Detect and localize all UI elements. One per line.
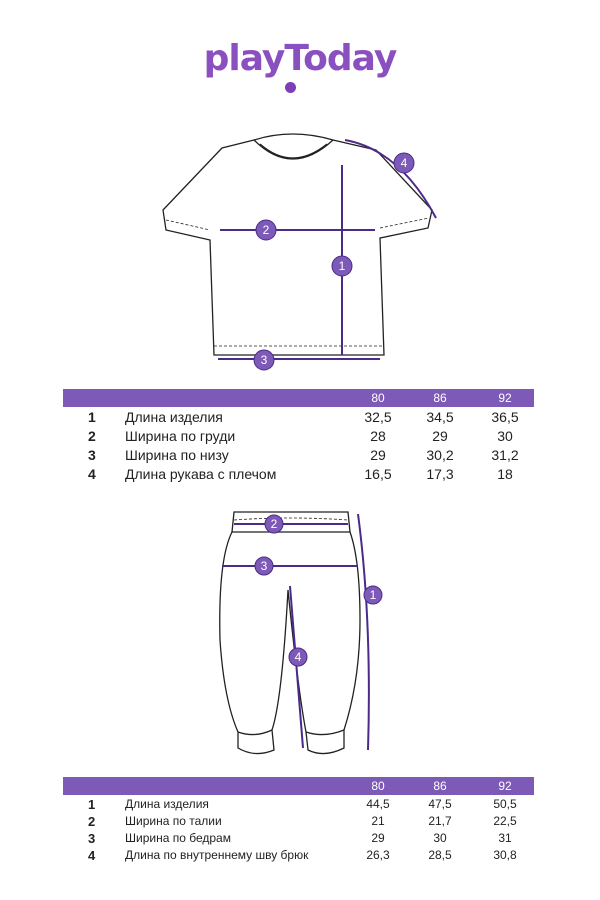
row-value: 47,5	[428, 797, 452, 811]
marker-3: 3	[261, 353, 268, 367]
row-value: 28	[370, 428, 386, 444]
table-header: 80 86 92	[63, 389, 534, 407]
table-row: 4 Длина рукава с плечом 16,5 17,3 18	[63, 464, 534, 483]
marker-4: 4	[401, 156, 408, 170]
table-row: 4 Длина по внутреннему шву брюк 26,3 28,…	[63, 846, 534, 863]
row-label: Длина рукава с плечом	[125, 466, 277, 482]
logo-dot	[285, 82, 296, 93]
row-value: 28,5	[428, 848, 452, 862]
row-value: 22,5	[493, 814, 517, 828]
marker-3: 3	[261, 559, 268, 573]
row-label: Длина изделия	[125, 797, 209, 811]
row-value: 30,2	[426, 447, 454, 463]
size-header: 92	[498, 391, 512, 405]
size-header: 80	[371, 779, 385, 793]
brand-logo: playToday	[203, 38, 398, 79]
row-value: 30	[433, 831, 447, 845]
row-value: 31	[498, 831, 512, 845]
row-value: 36,5	[491, 409, 519, 425]
row-label: Ширина по груди	[125, 428, 236, 444]
table-header: 80 86 92	[63, 777, 534, 795]
row-value: 18	[497, 466, 513, 482]
row-value: 16,5	[364, 466, 392, 482]
row-value: 31,2	[491, 447, 519, 463]
row-value: 29	[432, 428, 448, 444]
table-row: 2 Ширина по груди 28 29 30	[63, 426, 534, 445]
tshirt-diagram: 2 3 1 4	[162, 133, 437, 371]
row-number: 2	[88, 428, 96, 444]
row-label: Ширина по низу	[125, 447, 229, 463]
pants-size-table: 80 86 92 1 Длина изделия 44,5 47,5 50,5 …	[63, 777, 534, 863]
row-value: 30,8	[493, 848, 517, 862]
row-label: Длина изделия	[125, 409, 223, 425]
row-number: 4	[88, 848, 96, 863]
table-row: 3 Ширина по бедрам 29 30 31	[63, 829, 534, 846]
size-header: 86	[433, 391, 447, 405]
row-number: 4	[88, 466, 96, 482]
row-value: 44,5	[366, 797, 390, 811]
row-label: Ширина по бедрам	[125, 831, 231, 845]
row-number: 1	[88, 797, 96, 812]
row-value: 29	[370, 447, 386, 463]
table-row: 1 Длина изделия 44,5 47,5 50,5	[63, 795, 534, 812]
size-header: 86	[433, 779, 447, 793]
row-value: 32,5	[364, 409, 392, 425]
marker-2: 2	[263, 223, 270, 237]
row-value: 21,7	[428, 814, 452, 828]
row-value: 30	[497, 428, 513, 444]
size-header: 80	[371, 391, 385, 405]
row-label: Ширина по талии	[125, 814, 222, 828]
table-row: 3 Ширина по низу 29 30,2 31,2	[63, 445, 534, 464]
row-value: 29	[371, 831, 385, 845]
marker-1: 1	[339, 259, 346, 273]
marker-1: 1	[370, 588, 377, 602]
pants-diagram: 2 3 1 4	[219, 511, 383, 755]
row-number: 2	[88, 814, 96, 829]
row-value: 17,3	[426, 466, 454, 482]
row-value: 34,5	[426, 409, 454, 425]
row-number: 3	[88, 831, 96, 846]
tshirt-size-table: 80 86 92 1 Длина изделия 32,5 34,5 36,5 …	[63, 389, 534, 483]
table-row: 1 Длина изделия 32,5 34,5 36,5	[63, 407, 534, 426]
row-number: 1	[88, 409, 96, 425]
row-value: 26,3	[366, 848, 390, 862]
size-header: 92	[498, 779, 512, 793]
marker-2: 2	[271, 517, 278, 531]
row-value: 21	[371, 814, 385, 828]
row-number: 3	[88, 447, 96, 463]
row-value: 50,5	[493, 797, 517, 811]
row-label: Длина по внутреннему шву брюк	[125, 848, 309, 862]
table-row: 2 Ширина по талии 21 21,7 22,5	[63, 812, 534, 829]
marker-4: 4	[295, 650, 302, 664]
